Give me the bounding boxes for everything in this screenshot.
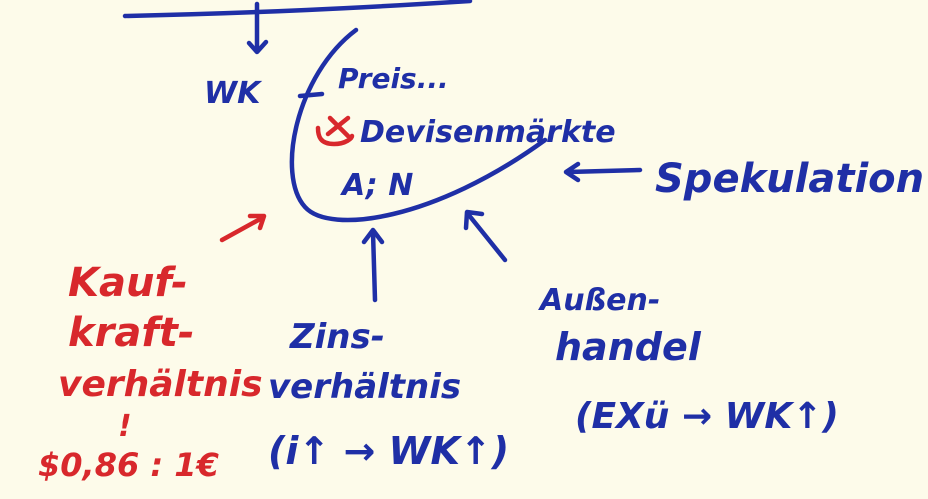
- wk-dash-icon: [297, 91, 325, 99]
- preis-label: Preis...: [338, 62, 449, 95]
- factor-bracket-curve: [289, 27, 548, 223]
- spekulation-arrow-icon: [563, 161, 643, 183]
- zins-line1: Zins-: [289, 317, 385, 357]
- kaufkraft-exclamation: !: [118, 409, 132, 444]
- wk-label: WK: [204, 76, 263, 111]
- kaufkraft-arrow-icon: [219, 213, 267, 243]
- kaufkraft-ratio: $0,86 : 1€: [38, 446, 219, 484]
- aussen-formula: (EXü → WK↑): [575, 396, 839, 437]
- a-n-label: A; N: [340, 168, 413, 203]
- zins-arrow-icon: [361, 227, 385, 303]
- aussenhandel-arrow-icon: [463, 209, 508, 263]
- kaufkraft-line1: Kauf-: [68, 260, 188, 306]
- spekulation-label: Spekulation: [655, 156, 924, 202]
- aussen-line1: Außen-: [538, 283, 660, 318]
- strikeout-mark-icon: [315, 115, 355, 147]
- zins-formula: (i↑ → WK↑): [268, 429, 509, 473]
- kaufkraft-line3: verhältnis: [58, 364, 263, 405]
- aussen-line2: handel: [555, 325, 702, 369]
- devisenmaerkte-label: Devisenmärkte: [360, 115, 616, 150]
- kaufkraft-line2: kraft-: [68, 310, 194, 356]
- top-line-arrow-icon: [122, 0, 473, 55]
- zins-line2: verhältnis: [268, 367, 461, 407]
